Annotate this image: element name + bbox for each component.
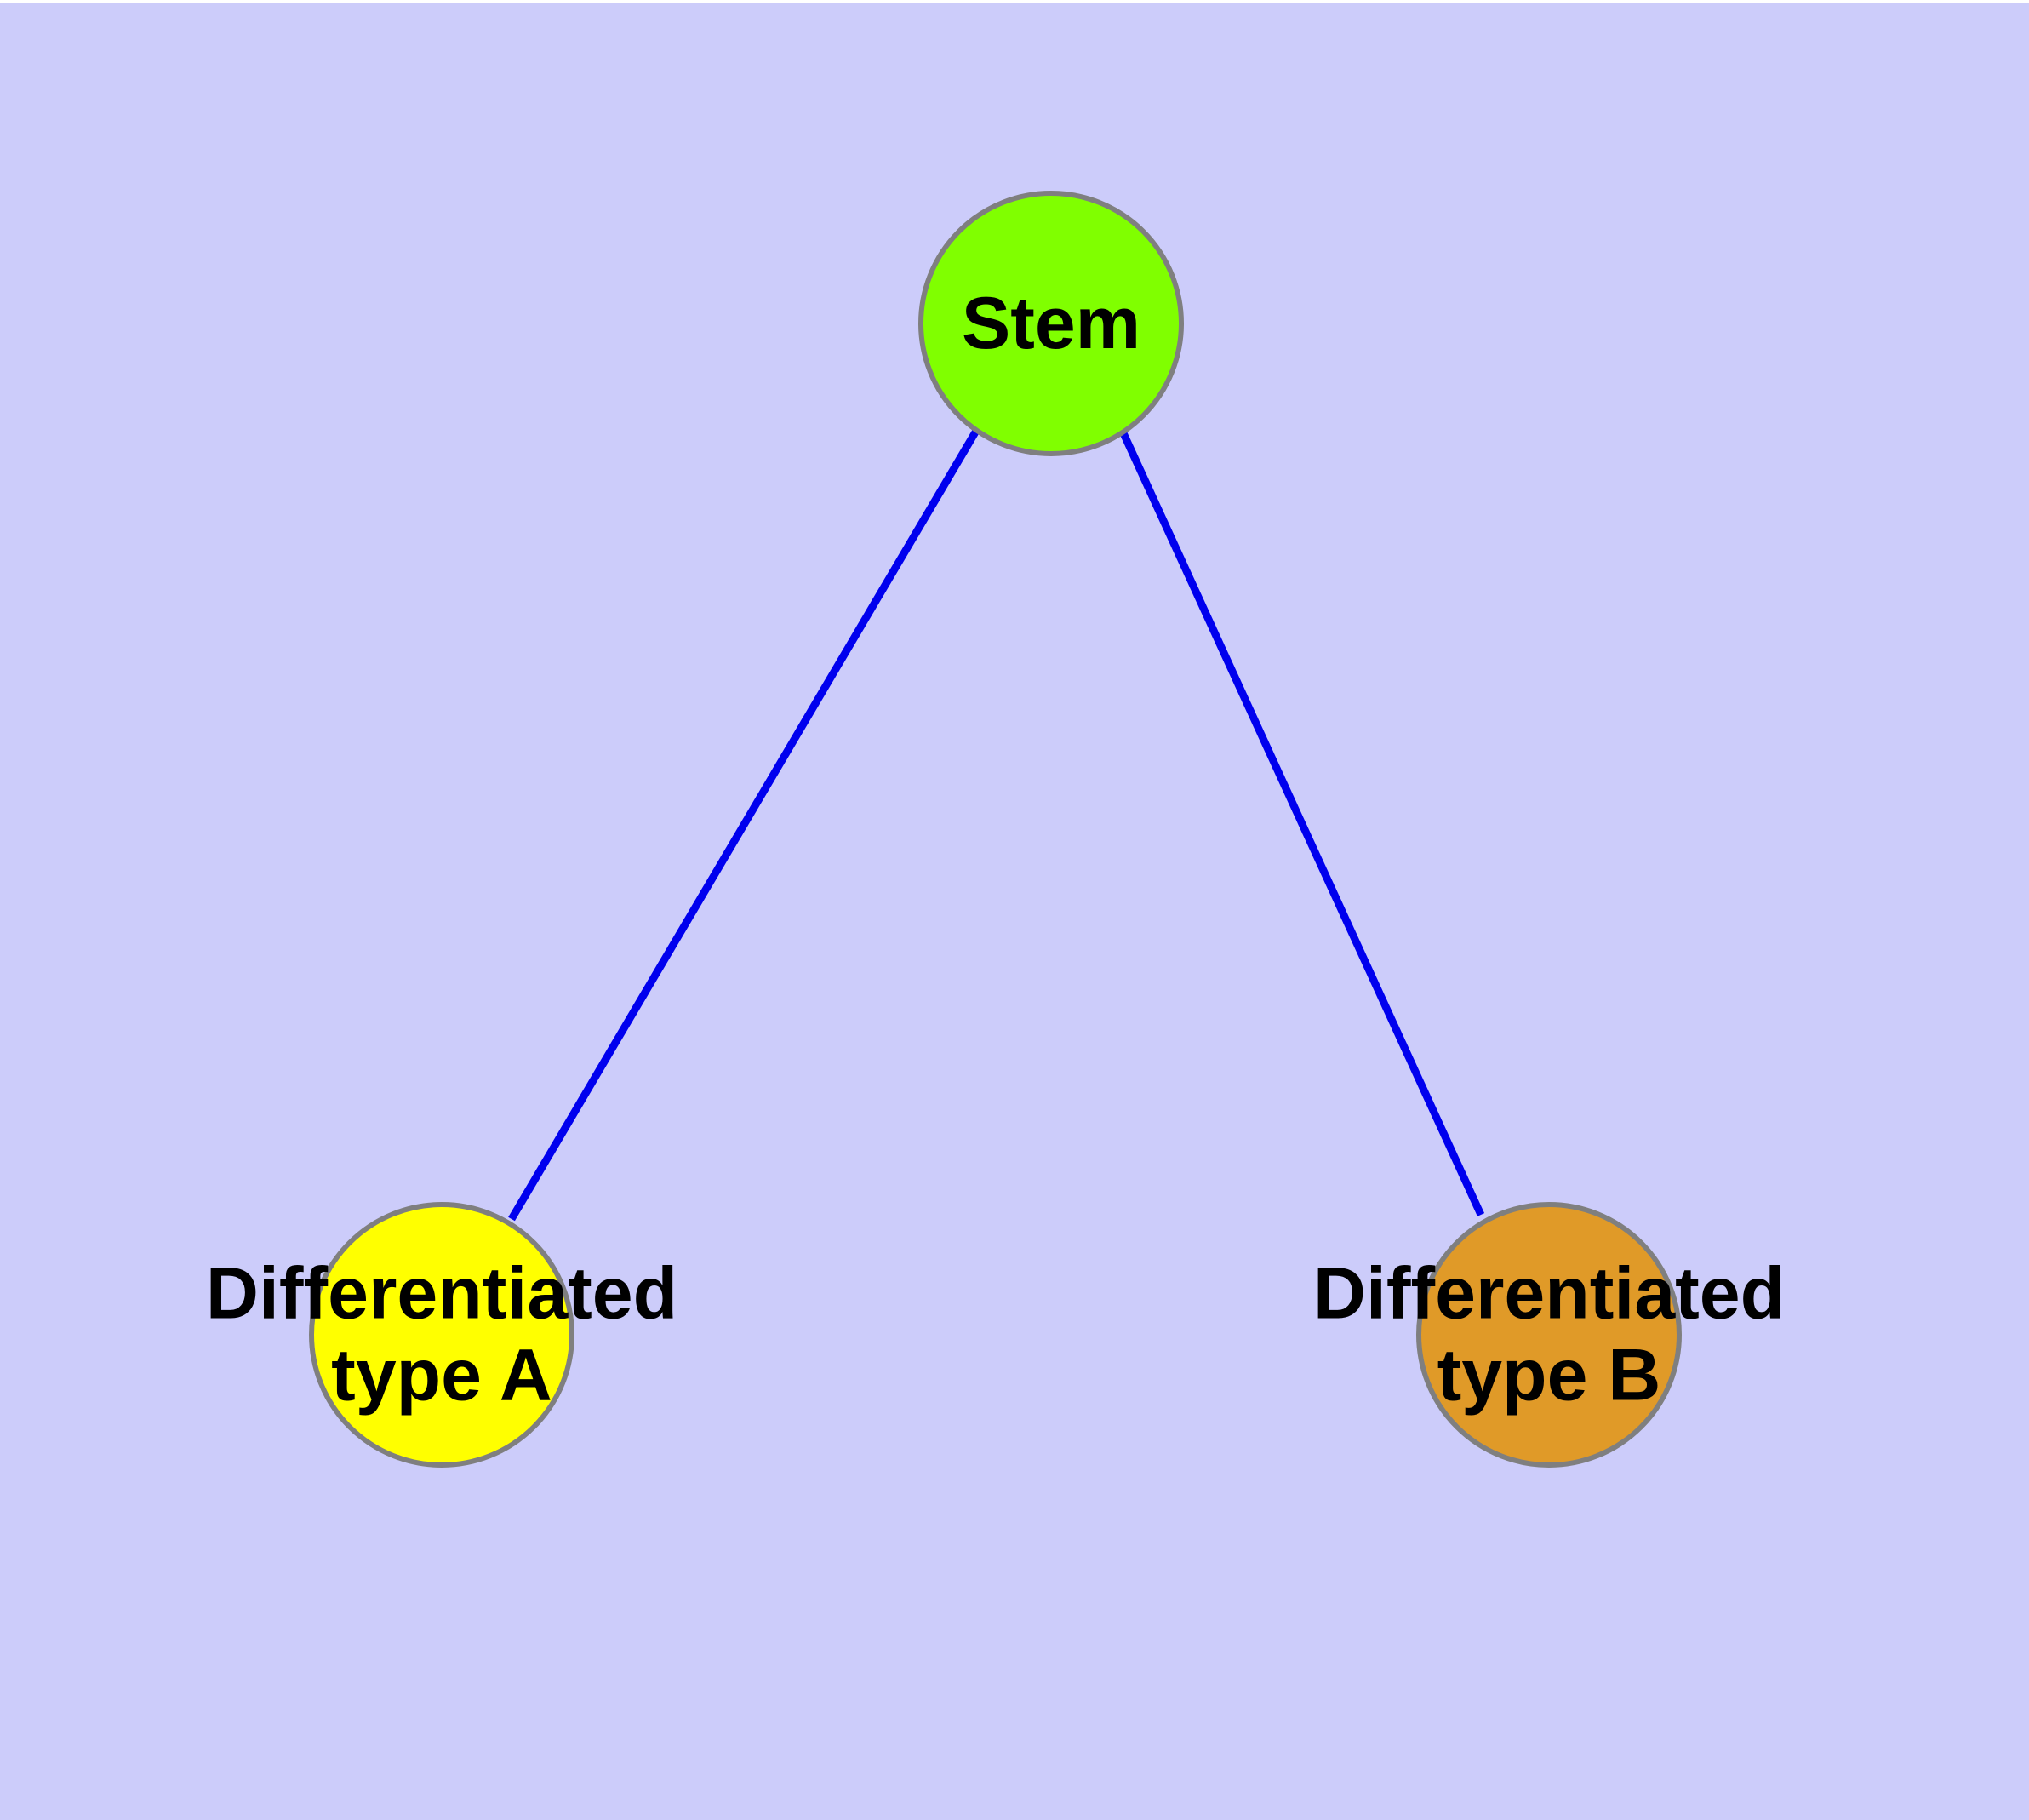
node-stem[interactable]	[918, 191, 1184, 456]
node-layer	[309, 191, 1682, 1468]
edge-layer	[508, 428, 1485, 1222]
edge-stem-to-differentiated-type-b[interactable]	[1119, 432, 1485, 1216]
node-differentiated-type-b[interactable]	[1416, 1202, 1682, 1468]
edge-stem-to-differentiated-type-a[interactable]	[508, 428, 980, 1222]
node-differentiated-type-a[interactable]	[309, 1202, 574, 1468]
